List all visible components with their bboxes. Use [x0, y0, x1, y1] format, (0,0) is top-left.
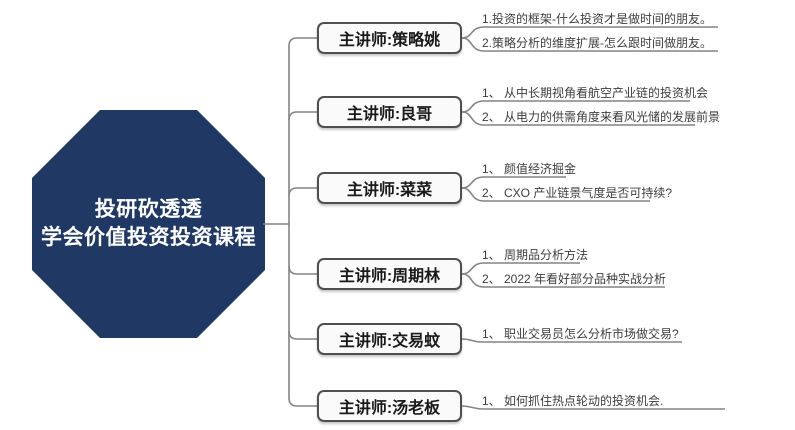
branch-line-1 — [288, 37, 317, 47]
branch-line-6 — [288, 397, 317, 407]
topic-item[interactable]: 1.投资的框架-什么投资才是做时间的朋友。 — [482, 12, 713, 26]
topic-underline — [461, 111, 695, 126]
speaker-node-3[interactable]: 主讲师:菜菜 — [317, 172, 462, 204]
speaker-label: 主讲师:菜菜 — [346, 182, 433, 199]
speaker-node-2[interactable]: 主讲师:良哥 — [317, 96, 462, 128]
topic-underline — [461, 187, 650, 202]
speaker-label: 主讲师:良哥 — [346, 106, 433, 123]
speaker-label: 主讲师:周期林 — [338, 268, 441, 285]
branch-line-3 — [288, 187, 317, 197]
topic-item[interactable]: 2、 从电力的供需角度来看风光储的发展前景 — [482, 110, 721, 124]
speaker-node-4[interactable]: 主讲师:周期林 — [317, 258, 462, 290]
topic-item[interactable]: 2.策略分析的维度扩展-怎么跟时间做朋友。 — [482, 36, 713, 50]
topic-item[interactable]: 2、 2022 年看好部分品种实战分析 — [482, 272, 667, 286]
root-title-line2: 学会价值投资投资课程 — [41, 226, 256, 249]
topic-item[interactable]: 1、 周期品分析方法 — [482, 248, 589, 262]
speaker-label: 主讲师:策略姚 — [338, 32, 441, 49]
speaker-node-5[interactable]: 主讲师:交易蚊 — [317, 323, 462, 355]
root-octagon-shape[interactable] — [32, 110, 265, 338]
branch-line-2 — [288, 111, 317, 121]
root-topic-label[interactable]: 投研砍透透 学会价值投资投资课程 — [32, 110, 265, 338]
topic-item[interactable]: 1、 职业交易员怎么分析市场做交易? — [482, 327, 679, 341]
topic-item[interactable]: 1、 从中长期视角看航空产业链的投资机会 — [482, 86, 709, 100]
topic-underline — [461, 338, 682, 343]
speaker-node-6[interactable]: 主讲师:汤老板 — [317, 390, 462, 422]
speaker-node-1[interactable]: 主讲师:策略姚 — [317, 22, 462, 54]
branch-line-5 — [288, 330, 317, 340]
root-title-line1: 投研砍透透 — [94, 198, 203, 221]
topic-item[interactable]: 2、 CXO 产业链景气度是否可持续? — [482, 186, 673, 200]
topic-underline — [461, 405, 725, 410]
topic-underline — [461, 273, 665, 288]
branch-line-4 — [288, 265, 317, 275]
speaker-label: 主讲师:交易蚊 — [338, 333, 441, 350]
topic-underline — [461, 37, 718, 52]
speaker-label: 主讲师:汤老板 — [338, 400, 441, 417]
topic-item[interactable]: 1、 如何抓住热点轮动的投资机会. — [482, 394, 664, 408]
topic-item[interactable]: 1、 颜值经济掘金 — [482, 162, 577, 176]
